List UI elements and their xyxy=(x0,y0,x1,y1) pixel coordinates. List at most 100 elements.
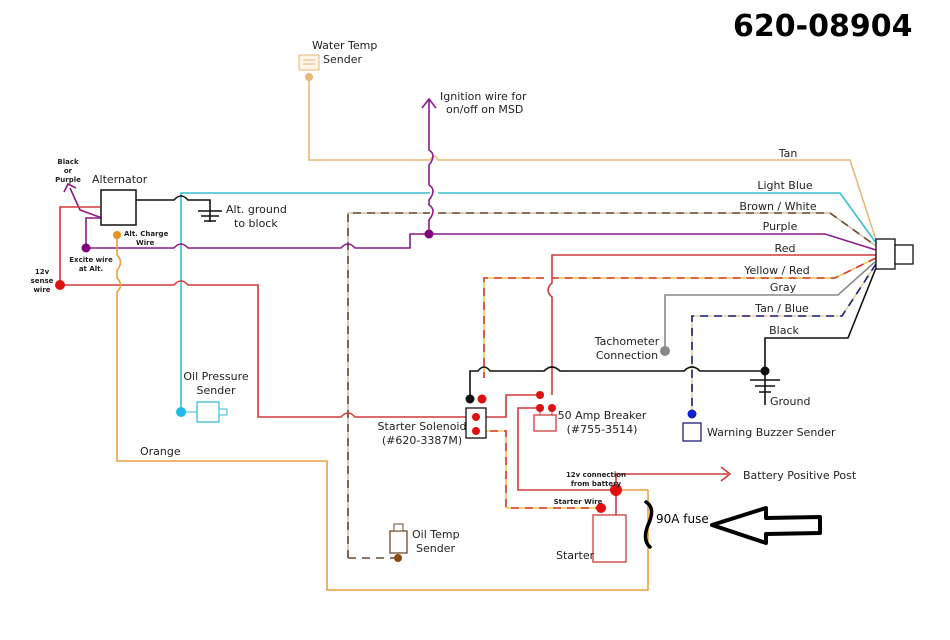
wire-breaker-to-battery xyxy=(517,407,616,491)
dot-alt-charge xyxy=(113,231,121,239)
wire-light-blue xyxy=(180,192,877,412)
label-battery-post: Battery Positive Post xyxy=(743,469,857,482)
dot-solenoid-1 xyxy=(472,413,480,421)
wire-solenoid-to-breaker xyxy=(476,394,540,418)
dot-breaker-top xyxy=(536,391,544,399)
wire-yellow-red-dash xyxy=(483,257,877,378)
label-purple: Purple xyxy=(763,220,798,233)
label-ignition-1: Ignition wire for xyxy=(440,90,527,103)
label-starter: Starter xyxy=(556,549,595,562)
dot-excite xyxy=(81,243,91,253)
dot-buzzer xyxy=(687,409,697,419)
label-alt-charge-1: Alt. Charge xyxy=(124,230,169,238)
starter-solenoid-box xyxy=(465,407,487,439)
label-water-temp-2: Sender xyxy=(323,53,362,66)
dot-oil-temp xyxy=(394,554,402,562)
dot-water-temp xyxy=(305,73,313,81)
label-battery-conn-1: 12v connection xyxy=(566,471,626,479)
wire-tan-blue-dash xyxy=(691,263,877,412)
label-light-blue: Light Blue xyxy=(757,179,813,192)
label-alt-charge-2: Wire xyxy=(136,239,155,247)
wire-excite xyxy=(86,233,429,249)
harness-connector xyxy=(875,238,896,270)
dot-sense xyxy=(55,280,65,290)
harness-connector-plug xyxy=(894,244,914,265)
wire-sense xyxy=(59,206,100,285)
label-breaker-1: 50 Amp Breaker xyxy=(558,409,647,422)
label-breaker-2: (#755-3514) xyxy=(567,423,638,436)
oil-temp-sender xyxy=(389,530,408,554)
label-tan-blue: Tan / Blue xyxy=(754,302,809,315)
wire-starter-wire xyxy=(476,430,601,509)
black-or-purple-arrow xyxy=(63,182,77,193)
label-oil-pressure-2: Sender xyxy=(197,384,236,397)
battery-post-arrow xyxy=(720,466,732,482)
wire-yellow-red xyxy=(483,257,877,378)
wire-excite-up xyxy=(85,217,102,248)
label-alt-ground-2: to block xyxy=(234,217,278,230)
label-starter-solenoid-1: Starter Solenoid xyxy=(378,420,467,433)
label-alternator: Alternator xyxy=(92,173,148,186)
label-fuse-note: 90A fuse xyxy=(656,512,709,526)
wire-brown-white-dash xyxy=(347,212,877,558)
warning-buzzer-box xyxy=(682,422,702,442)
wire-tan-hop xyxy=(429,155,439,161)
label-tach-1: Tachometer xyxy=(594,335,660,348)
label-ignition-2: on/off on MSD xyxy=(446,103,523,116)
label-orange: Orange xyxy=(140,445,181,458)
oil-pressure-sender xyxy=(196,401,220,423)
ignition-arrow xyxy=(421,97,437,109)
wire-red xyxy=(547,254,876,395)
wire-starter-wire-dash xyxy=(476,430,601,509)
dot-breaker-r xyxy=(548,404,556,412)
wire-purple xyxy=(429,233,877,251)
label-black-or-purple-1: Black xyxy=(57,158,79,166)
dot-ground xyxy=(760,366,770,376)
wire-ignition xyxy=(428,100,434,234)
water-temp-sender xyxy=(298,54,320,71)
wire-black xyxy=(764,267,877,371)
label-tach-2: Connection xyxy=(596,349,658,362)
label-ground: Ground xyxy=(770,395,810,408)
label-black-or-purple-3: Purple xyxy=(55,176,81,184)
label-water-temp-1: Water Temp xyxy=(312,39,377,52)
label-excite-1: Excite wire xyxy=(69,256,113,264)
wire-battery-post xyxy=(615,473,728,490)
oil-temp-tip xyxy=(393,523,404,532)
label-oil-temp-1: Oil Temp xyxy=(412,528,460,541)
dot-solenoid-2 xyxy=(472,427,480,435)
ground-symbol xyxy=(750,371,780,405)
wire-black-or-purple xyxy=(69,187,103,219)
label-oil-pressure-1: Oil Pressure xyxy=(183,370,248,383)
starter-box xyxy=(592,514,627,563)
dot-starter-wire xyxy=(596,503,606,513)
label-red: Red xyxy=(775,242,796,255)
label-starter-wire: Starter Wire xyxy=(554,498,603,506)
dot-oil-pressure xyxy=(176,407,186,417)
annotation-arrow-icon xyxy=(710,506,822,545)
diagram-title: 620-08904 xyxy=(733,9,912,44)
dot-solenoid-black xyxy=(465,394,475,404)
label-battery-conn-2: from battery xyxy=(571,480,622,488)
label-buzzer: Warning Buzzer Sender xyxy=(707,426,836,439)
wire-sense-h xyxy=(60,280,476,418)
label-alt-ground-1: Alt. ground xyxy=(226,203,287,216)
oil-pressure-tip xyxy=(218,408,228,416)
dot-solenoid-yr xyxy=(477,394,487,404)
dot-tach xyxy=(660,346,670,356)
alternator-box xyxy=(100,189,137,226)
alt-ground-symbol xyxy=(198,210,222,222)
label-black-or-purple-2: or xyxy=(64,167,73,175)
dot-breaker-l xyxy=(536,404,544,412)
label-sense-2: sense xyxy=(31,277,54,285)
label-sense-1: 12v xyxy=(35,268,50,276)
label-oil-temp-2: Sender xyxy=(416,542,455,555)
dot-battery xyxy=(610,484,622,496)
water-temp-lines xyxy=(303,59,315,65)
label-yellow-red: Yellow / Red xyxy=(743,264,809,277)
wire-tan xyxy=(308,78,877,241)
fuse-bracket xyxy=(643,500,654,549)
dot-ignition xyxy=(424,229,434,239)
label-starter-solenoid-2: (#620-3387M) xyxy=(382,434,462,447)
